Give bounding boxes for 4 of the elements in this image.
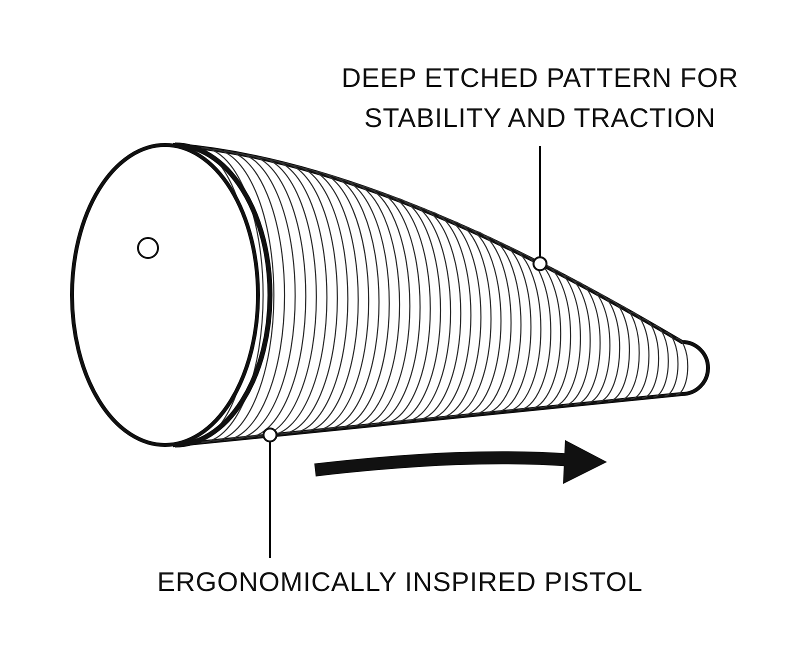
callout-text: DEEP ETCHED PATTERN FOR STABILITY AND TRACTION (300, 58, 780, 142)
leader-line (532, 146, 548, 272)
leader-line (262, 427, 278, 558)
callout-text: ERGONOMICALLY INSPIRED PISTOL (90, 562, 710, 604)
